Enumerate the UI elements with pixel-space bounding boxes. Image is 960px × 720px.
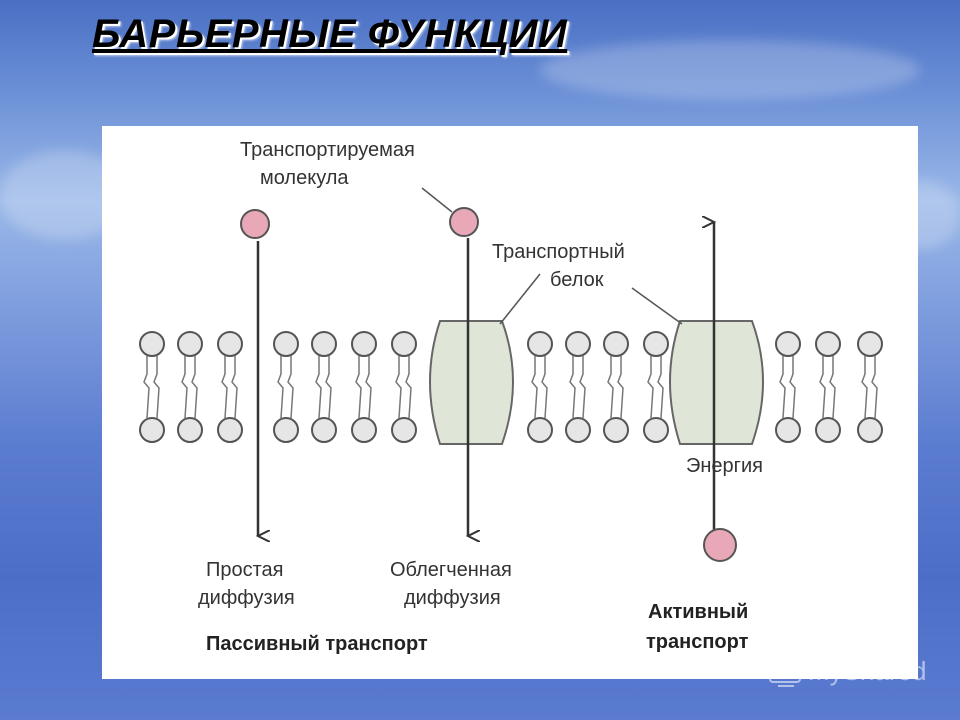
lipid-tail — [191, 356, 198, 419]
lipid-tail — [829, 356, 836, 419]
facilitated-diffusion-label-line2: диффузия — [404, 587, 501, 609]
lipid-head — [775, 331, 801, 357]
cloud-streak — [540, 40, 920, 100]
molecule-pointer-line — [421, 187, 453, 213]
lipid-tail — [287, 356, 294, 419]
lipid-tail — [395, 356, 402, 419]
lipid-tail — [819, 356, 826, 419]
lipid-head — [565, 417, 591, 443]
lipid-head — [527, 417, 553, 443]
protein-label-line2: белок — [550, 269, 604, 291]
lipid-tail — [789, 356, 796, 419]
lipid-tail — [871, 356, 878, 419]
lipid-head — [351, 331, 377, 357]
simple-diffusion-label-line2: диффузия — [198, 587, 295, 609]
lipid-head — [643, 331, 669, 357]
lipid-head — [217, 417, 243, 443]
lipid-head — [177, 417, 203, 443]
lipid-tail — [779, 356, 786, 419]
lipid-head — [311, 417, 337, 443]
lipid-head — [815, 417, 841, 443]
lipid-tail — [143, 356, 150, 419]
lipid-tail — [607, 356, 614, 419]
transport-protein-channel — [429, 320, 514, 445]
transported-molecule — [703, 528, 737, 562]
lipid-tail — [647, 356, 654, 419]
lipid-head — [139, 417, 165, 443]
active-transport-label-line1: Активный — [648, 601, 748, 623]
lipid-tail — [315, 356, 322, 419]
lipid-tail — [579, 356, 586, 419]
lipid-head — [775, 417, 801, 443]
lipid-head — [391, 417, 417, 443]
lipid-head — [351, 417, 377, 443]
molecule-label-line1: Транспортируемая — [240, 139, 415, 161]
lipid-head — [603, 417, 629, 443]
lipid-tail — [181, 356, 188, 419]
transported-molecule — [449, 207, 479, 237]
lipid-head — [565, 331, 591, 357]
lipid-head — [603, 331, 629, 357]
lipid-tail — [657, 356, 664, 419]
watermark-text: MyShared — [808, 656, 927, 686]
protein-label-line1: Транспортный — [492, 241, 625, 263]
diagram-svg: Транспортируемая молекула Транспортный б… — [139, 139, 883, 655]
protein-pointer-line — [631, 287, 683, 325]
slide-title: БАРЬЕРНЫЕ ФУНКЦИИ — [92, 12, 568, 56]
lipid-head — [815, 331, 841, 357]
lipid-tail — [617, 356, 624, 419]
passive-transport-label: Пассивный транспорт — [206, 633, 428, 655]
lipid-bilayer — [139, 331, 883, 443]
lipid-tail — [355, 356, 362, 419]
lipid-tail — [405, 356, 412, 419]
lipid-head — [177, 331, 203, 357]
lipid-tail — [221, 356, 228, 419]
lipid-head — [643, 417, 669, 443]
lipid-tail — [153, 356, 160, 419]
lipid-head — [273, 331, 299, 357]
lipid-tail — [365, 356, 372, 419]
lipid-tail — [231, 356, 238, 419]
simple-diffusion-label-line1: Простая — [206, 559, 284, 581]
transported-molecule — [240, 209, 270, 239]
lipid-head — [391, 331, 417, 357]
lipid-head — [273, 417, 299, 443]
transport-protein-pump — [669, 320, 764, 445]
lipid-head — [217, 331, 243, 357]
lipid-tail — [325, 356, 332, 419]
membrane-transport-diagram: Транспортируемая молекула Транспортный б… — [102, 126, 918, 679]
lipid-tail — [541, 356, 548, 419]
watermark-logo-icon — [769, 661, 801, 687]
lipid-tail — [861, 356, 868, 419]
lipid-head — [139, 331, 165, 357]
lipid-tail — [277, 356, 284, 419]
molecule-label-line2: молекула — [260, 167, 349, 189]
lipid-head — [527, 331, 553, 357]
lipid-head — [311, 331, 337, 357]
lipid-head — [857, 417, 883, 443]
energy-label: Энергия — [686, 455, 763, 477]
protein-pointer-line — [499, 273, 541, 325]
lipid-tail — [569, 356, 576, 419]
lipid-head — [857, 331, 883, 357]
facilitated-diffusion-label-line1: Облегченная — [390, 559, 512, 581]
active-transport-label-line2: транспорт — [646, 631, 749, 653]
lipid-tail — [531, 356, 538, 419]
